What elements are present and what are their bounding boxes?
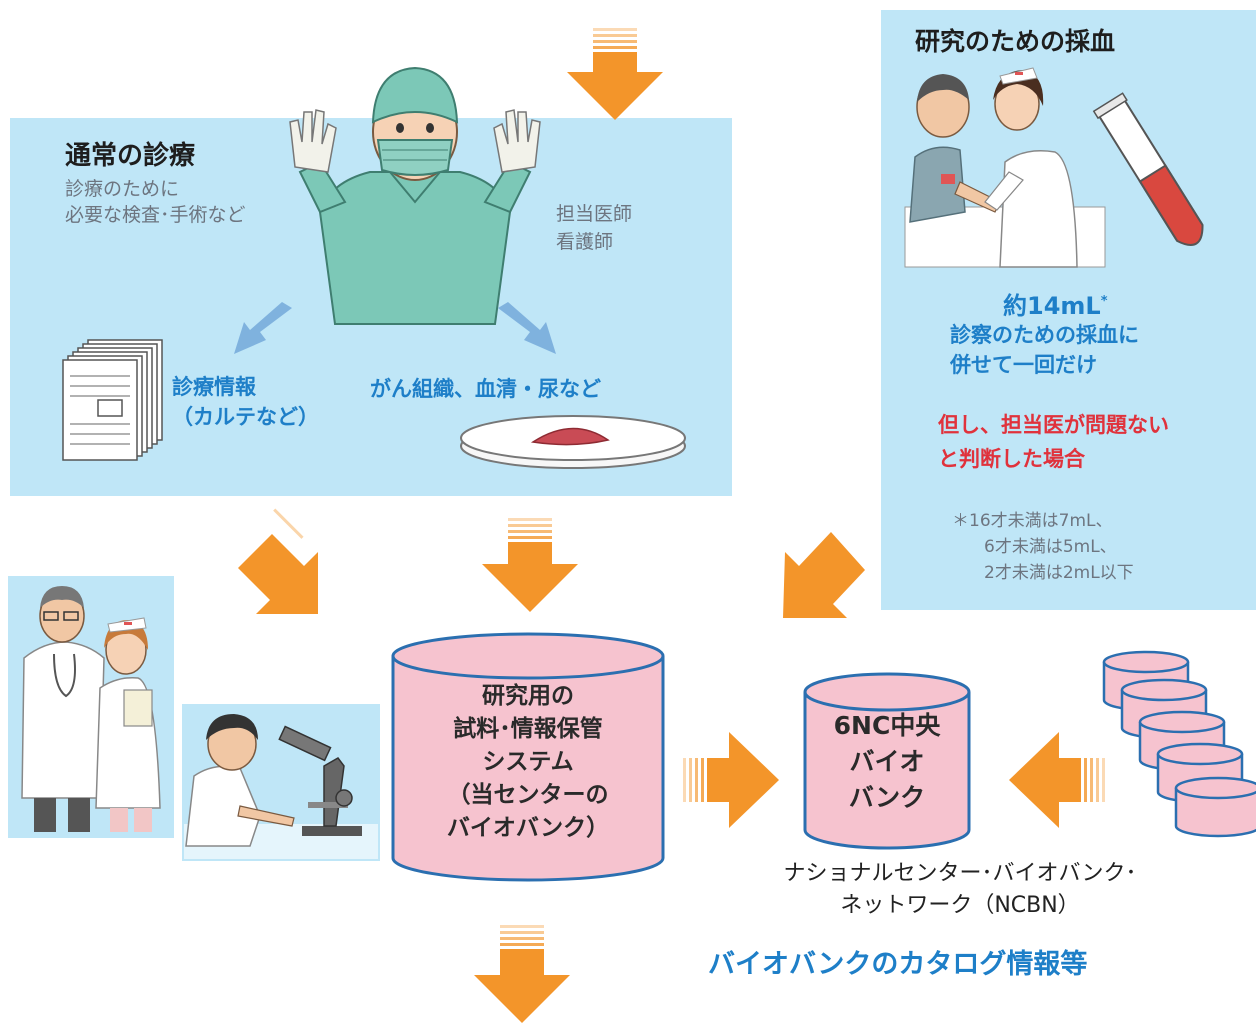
blood-amount-mark: * xyxy=(1100,294,1108,309)
medical-info-line: 診療情報 xyxy=(172,375,256,399)
surgeon-illustration xyxy=(289,66,541,325)
blood-amount-value: 約14mL xyxy=(1003,292,1101,320)
storage-cylinder xyxy=(391,632,665,882)
staff-line: 看護師 xyxy=(556,231,614,253)
central-biobank-cylinder xyxy=(803,672,971,850)
catalog-info-label: バイオバンクのカタログ情報等 xyxy=(708,949,1088,980)
central-biobank-label: 6NC中央 バイオ バンク xyxy=(805,708,969,816)
specimens-label: がん組織、血清・尿など xyxy=(370,377,601,401)
routine-care-desc-line: 診療のために xyxy=(65,178,180,200)
test-tube-icon xyxy=(1092,92,1204,246)
arrow-left-icon xyxy=(1009,732,1105,828)
nurse-patient-illustration xyxy=(904,67,1106,268)
storage-label: 研究用の 試料･情報保管 システム （当センターの バイオバンク） xyxy=(400,680,656,845)
blood-age-note-line: 2才未満は2mL以下 xyxy=(984,563,1134,583)
blood-draw-title: 研究のための採血 xyxy=(915,27,1116,56)
petri-dish-icon xyxy=(460,415,686,469)
storage-line: 試料･情報保管 xyxy=(453,716,603,742)
blood-timing-line: 診察のための採血に xyxy=(950,323,1139,347)
network-name-line: ナショナルセンター･バイオバンク･ xyxy=(783,861,1137,886)
routine-care-title: 通常の診療 xyxy=(65,141,196,171)
blood-condition: 但し、担当医が問題ない と判断した場合 xyxy=(938,408,1169,476)
blood-age-note-line: 6才未満は5mL、 xyxy=(984,537,1117,557)
medical-info-label: 診療情報 （カルテなど） xyxy=(172,372,319,432)
blood-condition-line: 但し、担当医が問題ない xyxy=(938,413,1169,437)
medical-records-icon xyxy=(62,339,163,461)
arrow-blue-left-icon xyxy=(234,302,292,354)
medical-info-line: （カルテなど） xyxy=(172,405,319,429)
staff-line: 担当医師 xyxy=(556,203,633,225)
blood-age-note-line: ＊16才未満は7mL、 xyxy=(952,511,1113,531)
central-biobank-line: 6NC中央 xyxy=(833,711,941,740)
staff-label: 担当医師 看護師 xyxy=(556,200,632,256)
blood-condition-line: と判断した場合 xyxy=(938,447,1085,471)
arrow-right-icon xyxy=(683,732,779,828)
routine-care-desc: 診療のために 必要な検査･手術など xyxy=(65,176,246,228)
blood-age-note: ＊16才未満は7mL、 6才未満は5mL、 2才未満は2mL以下 xyxy=(952,508,1134,586)
network-name: ナショナルセンター･バイオバンク･ ネットワーク（NCBN） xyxy=(700,858,1220,922)
storage-line: 研究用の xyxy=(482,683,574,709)
network-biobanks-stack xyxy=(1102,650,1256,838)
storage-line: システム xyxy=(482,749,574,775)
blood-timing: 診察のための採血に 併せて一回だけ xyxy=(950,320,1139,380)
central-biobank-line: バンク xyxy=(848,783,926,812)
central-biobank-line: バイオ xyxy=(849,747,925,776)
storage-line: （当センターの xyxy=(447,782,609,808)
arrow-down-right-icon xyxy=(783,532,865,618)
doctor-nurse-illustration xyxy=(21,586,161,832)
routine-care-desc-line: 必要な検査･手術など xyxy=(65,204,246,226)
network-name-line: ネットワーク（NCBN） xyxy=(840,893,1080,918)
arrow-bottom-icon xyxy=(474,925,570,1023)
researcher-microscope-illustration xyxy=(184,714,378,859)
arrow-blue-right-icon xyxy=(498,302,556,354)
blood-timing-line: 併せて一回だけ xyxy=(950,353,1097,377)
blood-amount: 約14mL* xyxy=(1003,286,1108,321)
storage-line: バイオバンク） xyxy=(446,815,610,841)
arrow-top-icon xyxy=(567,28,663,120)
arrow-down-center-icon xyxy=(482,518,578,612)
arrow-down-left-icon xyxy=(238,508,318,614)
